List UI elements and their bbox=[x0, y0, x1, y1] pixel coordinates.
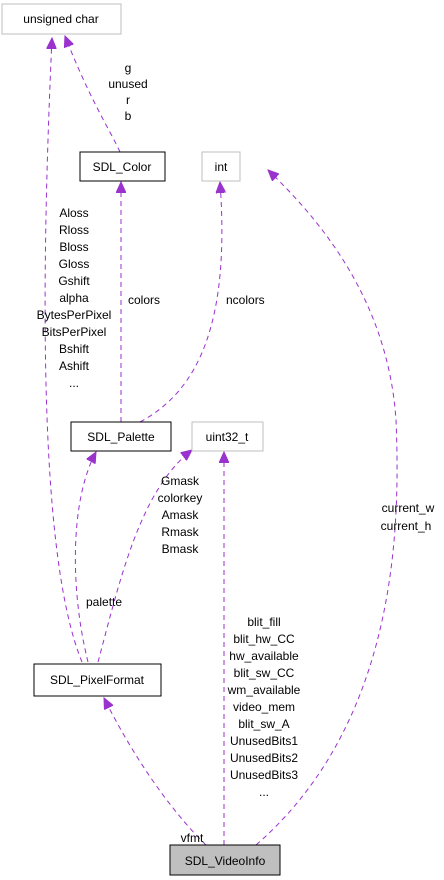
edge-label: ... bbox=[69, 376, 79, 390]
edge-label: hw_available bbox=[229, 649, 299, 663]
edge-label: UnusedBits1 bbox=[230, 734, 298, 748]
edge-label: BitsPerPixel bbox=[42, 325, 107, 339]
edge-label: Bmask bbox=[162, 542, 200, 556]
edge-label: blit_sw_CC bbox=[234, 666, 295, 680]
edge-label: Gloss bbox=[59, 257, 90, 271]
node-label: int bbox=[215, 160, 228, 174]
edge-label: Gshift bbox=[58, 274, 90, 288]
edge-pixelformat-to-unsigned-char: Aloss Rloss Bloss Gloss Gshift alpha Byt… bbox=[37, 38, 112, 663]
edge-videoinfo-to-uint32: blit_fill blit_hw_CC hw_available blit_s… bbox=[224, 452, 301, 845]
edge-color-to-unsigned-char: g unused r b bbox=[65, 36, 148, 153]
edge-label: current_h bbox=[381, 519, 432, 533]
edge-label: r bbox=[126, 93, 130, 107]
edge-label: Bloss bbox=[59, 240, 88, 254]
edge-label: ... bbox=[259, 785, 269, 799]
edge-label: Ashift bbox=[59, 359, 90, 373]
node-sdl-pixelformat[interactable]: SDL_PixelFormat bbox=[33, 663, 162, 697]
node-label: uint32_t bbox=[206, 430, 249, 444]
edge-videoinfo-to-int: current_w current_h bbox=[255, 170, 435, 846]
node-sdl-palette[interactable]: SDL_Palette bbox=[70, 421, 172, 452]
edge-label: Rloss bbox=[59, 223, 89, 237]
node-sdl-videoinfo[interactable]: SDL_VideoInfo bbox=[169, 844, 281, 876]
edge-label: Gmask bbox=[161, 474, 200, 488]
node-label: SDL_PixelFormat bbox=[50, 673, 145, 687]
edge-palette-to-int: ncolors bbox=[139, 182, 265, 423]
node-uint32-t[interactable]: uint32_t bbox=[191, 421, 264, 452]
node-label: SDL_Palette bbox=[87, 430, 155, 444]
node-label: SDL_Color bbox=[93, 160, 152, 174]
edge-label: UnusedBits3 bbox=[230, 768, 298, 782]
edge-label: b bbox=[125, 109, 132, 123]
edge-label: Rmask bbox=[161, 525, 199, 539]
edge-label: video_mem bbox=[233, 700, 295, 714]
node-sdl-color[interactable]: SDL_Color bbox=[79, 151, 166, 182]
edge-label: colors bbox=[128, 293, 160, 307]
edge-label: unused bbox=[108, 77, 147, 91]
edge-label: blit_fill bbox=[247, 615, 280, 629]
edge-label: vfmt bbox=[181, 831, 204, 845]
edge-label: colorkey bbox=[158, 491, 203, 505]
edge-label: UnusedBits2 bbox=[230, 751, 298, 765]
edge-label: blit_sw_A bbox=[238, 717, 289, 731]
edge-palette-to-color: colors bbox=[121, 182, 160, 422]
edge-pixelformat-to-uint32: Gmask colorkey Amask Rmask Bmask bbox=[97, 450, 203, 663]
edge-label: ncolors bbox=[226, 293, 265, 307]
edge-label: Amask bbox=[162, 508, 200, 522]
edge-label: Aloss bbox=[59, 206, 88, 220]
edge-videoinfo-to-pixelformat: vfmt bbox=[104, 698, 207, 846]
edge-label: g bbox=[125, 61, 132, 75]
edge-label: BytesPerPixel bbox=[37, 308, 112, 322]
node-unsigned-char[interactable]: unsigned char bbox=[1, 3, 122, 35]
edge-label: current_w bbox=[382, 501, 435, 515]
node-int[interactable]: int bbox=[201, 151, 241, 182]
edge-pixelformat-to-palette: palette bbox=[74, 452, 122, 663]
edge-label: alpha bbox=[59, 291, 89, 305]
node-label: SDL_VideoInfo bbox=[185, 854, 266, 868]
edge-label: wm_available bbox=[227, 683, 301, 697]
edge-label: blit_hw_CC bbox=[233, 632, 295, 646]
edge-label: palette bbox=[86, 595, 122, 609]
node-label: unsigned char bbox=[23, 12, 98, 26]
edge-label: Bshift bbox=[59, 342, 90, 356]
